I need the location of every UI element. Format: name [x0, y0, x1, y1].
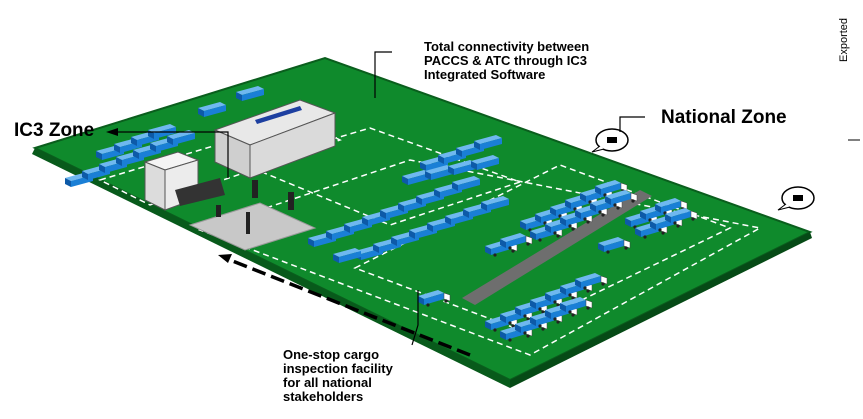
connectivity-line-1: Total connectivity between — [424, 39, 590, 54]
one-stop-line-4: stakeholders — [283, 389, 364, 404]
ic3-zone-label: IC3 Zone — [14, 120, 95, 141]
national-zone-label: National Zone — [661, 107, 787, 128]
pillars — [216, 180, 294, 234]
camera-icon-2 — [777, 186, 815, 211]
one-stop-line-3: for all national — [283, 375, 372, 390]
connectivity-line-3: Integrated Software — [424, 67, 546, 82]
side-label: Exported — [838, 17, 850, 62]
camera-icon — [591, 128, 629, 153]
field-edge — [32, 148, 510, 388]
one-stop-note: One-stop cargo inspection facility for a… — [283, 348, 393, 404]
connectivity-note: Total connectivity between PACCS & ATC t… — [424, 40, 589, 82]
connectivity-line-2: PACCS & ATC through IC3 — [424, 53, 587, 68]
pointer-arrow — [106, 128, 118, 136]
road — [462, 190, 652, 305]
one-stop-line-2: inspection facility — [283, 361, 393, 376]
building-icon — [213, 99, 337, 179]
inspection-pad — [188, 202, 317, 251]
arrow-icon — [218, 254, 471, 357]
callout-lines — [115, 51, 645, 346]
field-edge-right — [510, 232, 812, 388]
one-stop-line-1: One-stop cargo — [283, 347, 380, 362]
office-building-icon — [143, 151, 225, 211]
